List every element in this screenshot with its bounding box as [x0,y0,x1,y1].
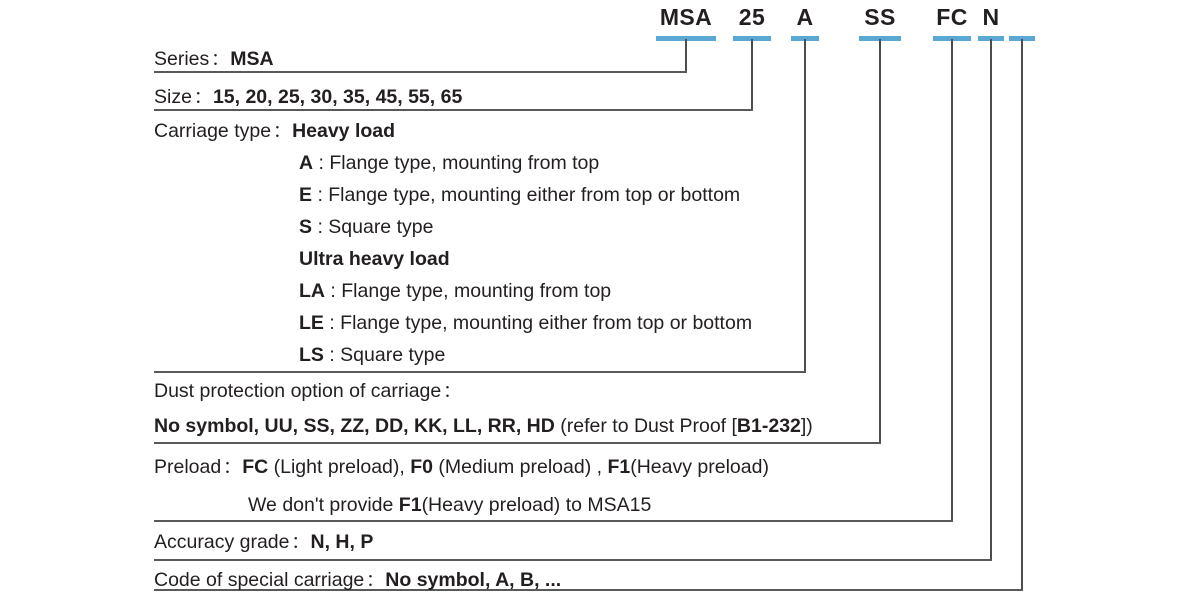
carriage-option-a-code: A [299,152,314,174]
code-segment-dust-protection: SS [864,4,896,30]
carriage-option-s: S : Square type [299,215,433,239]
leader-line-accuracy-grade [990,39,992,560]
code-bar-carriage-type [791,36,819,41]
dust-protection-note-prefix: (refer to Dust Proof [ [554,415,737,437]
carriage-option-a-desc: : Flange type, mounting from top [318,152,600,174]
code-bar-size [733,36,771,41]
carriage-option-e-desc: : Flange type, mounting either from top … [317,184,741,206]
carriage-option-le-desc: : Flange type, mounting either from top … [329,312,753,334]
row-accuracy-grade-value: N, H, P [310,531,374,553]
preload-note: We don't provide F1(Heavy preload) to MS… [248,493,651,517]
row-series: Series：MSA [154,47,274,71]
carriage-type-ultra-heavy-load-heading: Ultra heavy load [299,248,450,270]
colon-icon: ： [443,382,461,402]
row-accuracy-grade: Accuracy grade：N, H, P [154,530,373,554]
colon-icon: ： [366,571,384,591]
preload-note-code: F1 [398,494,422,516]
preload-desc-fc: (Light preload), [268,456,411,478]
code-segment-size: 25 [738,4,766,30]
dust-protection-codes: No symbol, UU, SS, ZZ, DD, KK, LL, RR, H… [154,415,555,437]
carriage-option-ls-desc: : Square type [329,344,446,366]
carriage-option-e: E : Flange type, mounting either from to… [299,183,740,207]
carriage-option-la-code: LA [299,280,325,302]
colon-icon: ： [273,122,291,142]
row-rule-special-carriage [154,589,1023,591]
row-special-carriage-label: Code of special carriage [154,569,365,591]
row-dust-protection-codes: No symbol, UU, SS, ZZ, DD, KK, LL, RR, H… [154,414,813,438]
preload-note-suffix: (Heavy preload) to MSA15 [421,494,652,516]
code-bar-series [656,36,716,41]
row-rule-preload [154,520,953,522]
preload-note-prefix: We don't provide [248,494,399,516]
row-carriage-type: Carriage type：Heavy load [154,119,395,143]
carriage-option-la: LA : Flange type, mounting from top [299,279,611,303]
row-preload-label: Preload [154,456,222,478]
carriage-option-a: A : Flange type, mounting from top [299,151,599,175]
colon-icon: ： [223,458,241,478]
carriage-option-ls-code: LS [299,344,324,366]
row-rule-dust-protection [154,442,881,444]
leader-line-size [751,39,753,110]
row-dust-protection-label: Dust protection option of carriage [154,380,442,402]
row-carriage-type-label: Carriage type [154,120,272,142]
code-bar-accuracy-grade [978,36,1004,41]
carriage-option-le-code: LE [299,312,324,334]
dust-protection-note-suffix: ]) [800,415,813,437]
code-segment-series: MSA [659,4,713,30]
colon-icon: ： [291,533,309,553]
row-dust-protection: Dust protection option of carriage： [154,379,462,403]
preload-desc-f1: (Heavy preload) [630,456,769,478]
preload-code-fc: FC [242,456,269,478]
code-segment-carriage-type: A [796,4,814,30]
code-segment-preload: FC [936,4,968,30]
code-bar-dust-protection [859,36,901,41]
dust-protection-reference-code: B1-232 [736,415,801,437]
row-rule-carriage-type [154,371,806,373]
leader-line-preload [951,39,953,521]
carriage-option-la-desc: : Flange type, mounting from top [330,280,612,302]
row-size: Size：15, 20, 25, 30, 35, 45, 55, 65 [154,85,462,109]
row-size-value: 15, 20, 25, 30, 35, 45, 55, 65 [212,86,463,108]
preload-desc-f0: (Medium preload) , [432,456,608,478]
row-series-label: Series [154,48,210,70]
leader-line-special-carriage [1021,39,1023,589]
row-series-value: MSA [230,48,274,70]
leader-line-series [685,39,687,72]
carriage-option-s-desc: : Square type [317,216,434,238]
code-bar-preload [933,36,971,41]
row-size-label: Size [154,86,192,108]
colon-icon: ： [211,50,229,70]
row-special-carriage: Code of special carriage：No symbol, A, B… [154,568,561,592]
carriage-type-heavy-load-heading: Heavy load [292,120,396,142]
carriage-option-e-code: E [299,184,313,206]
row-preload: Preload：FC (Light preload), F0 (Medium p… [154,455,769,479]
carriage-option-le: LE : Flange type, mounting either from t… [299,311,752,335]
carriage-option-ls: LS : Square type [299,343,445,367]
row-special-carriage-value: No symbol, A, B, ... [385,569,562,591]
code-segment-accuracy-grade: N [982,4,1000,30]
preload-code-f0: F0 [410,456,433,478]
carriage-option-s-code: S [299,216,313,238]
code-bar-special-carriage [1009,36,1035,41]
row-rule-size [154,109,753,111]
row-accuracy-grade-label: Accuracy grade [154,531,290,553]
leader-line-dust-protection [879,39,881,443]
preload-code-f1: F1 [607,456,631,478]
colon-icon: ： [193,88,211,108]
row-rule-accuracy-grade [154,559,992,561]
leader-line-carriage-type [804,39,806,372]
row-rule-series [154,71,687,73]
